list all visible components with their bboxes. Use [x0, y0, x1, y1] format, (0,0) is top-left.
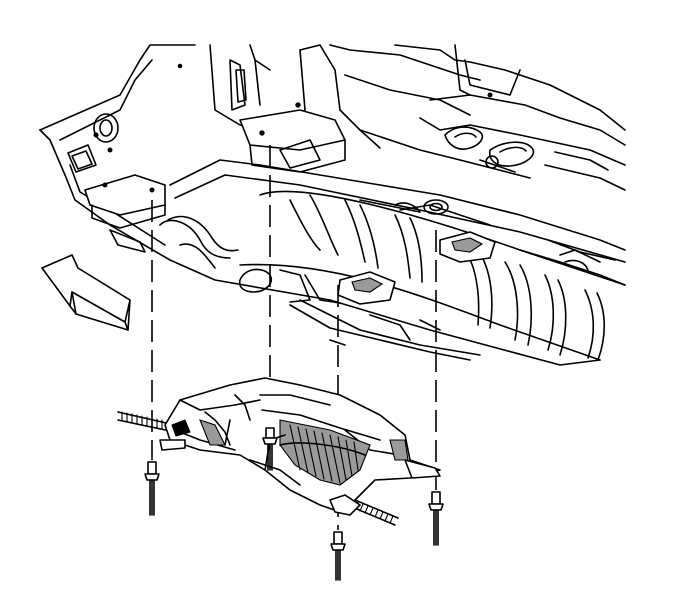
- fastener-1: [144, 461, 160, 516]
- front-arrow-icon: [41, 254, 131, 331]
- underbody-floor-pan: [39, 44, 626, 366]
- fastener-2: [262, 427, 278, 471]
- fastener-4: [428, 491, 444, 546]
- fastener-3: [330, 531, 346, 581]
- right-threaded-stud: [351, 499, 399, 526]
- exhaust-heat-shield: [117, 377, 441, 526]
